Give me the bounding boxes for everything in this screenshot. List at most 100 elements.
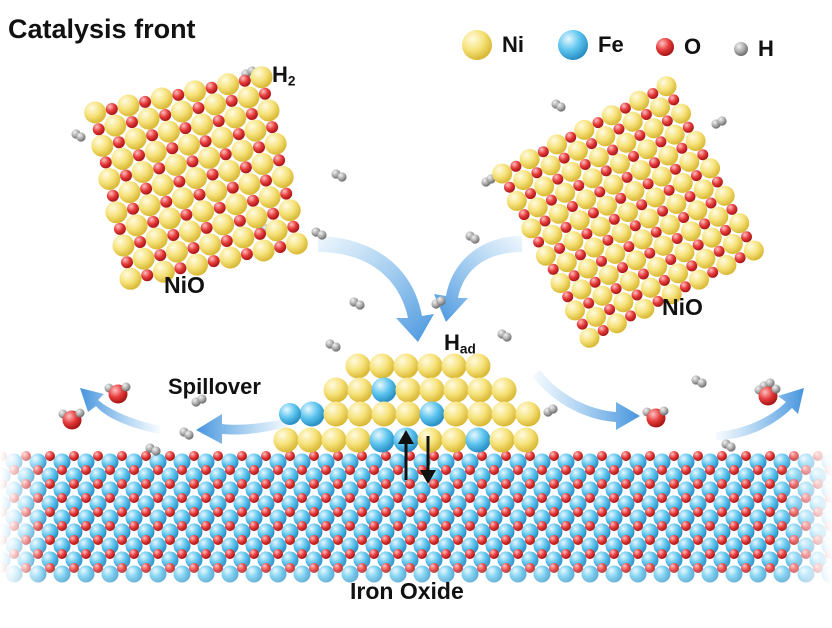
ni-atom (528, 197, 548, 217)
ni-atom (563, 231, 583, 251)
ni-atom (117, 95, 139, 117)
ni-atom (694, 179, 714, 199)
ni-atom (592, 286, 612, 306)
arrow-left-to-center (318, 236, 434, 342)
ni-atom (681, 221, 701, 241)
ni-atom (568, 141, 588, 161)
ni-atom (666, 194, 686, 214)
ni-atom (549, 204, 569, 224)
legend-label: O (684, 34, 701, 60)
o-atom (114, 223, 126, 235)
ni-atom (198, 147, 220, 169)
ni-atom (589, 147, 609, 167)
ni-atom (420, 378, 445, 403)
ni-atom (536, 246, 556, 266)
ni-atom (113, 235, 135, 257)
ni-atom (252, 153, 274, 175)
legend-label: Fe (598, 32, 624, 58)
o-atom (649, 157, 660, 168)
ni-atom (253, 240, 275, 262)
h-atom-icon (732, 40, 750, 58)
o-atom (233, 128, 245, 140)
o-atom (525, 188, 536, 199)
o-atom (221, 235, 233, 247)
o-atom (672, 233, 683, 244)
ni-atom (212, 213, 234, 235)
h-atom (184, 430, 193, 439)
o-atom (260, 175, 272, 187)
o-atom (617, 262, 628, 273)
o-atom (641, 109, 652, 120)
o-atom (643, 178, 654, 189)
ni-atom (650, 97, 670, 117)
h-atom (337, 172, 346, 181)
ni-atom (702, 228, 722, 248)
ni-atom (516, 402, 541, 427)
ni-atom (322, 428, 347, 453)
ni-atom (191, 114, 213, 136)
ni-atom (602, 105, 622, 125)
ni-atom (224, 107, 246, 129)
spillover-label: Spillover (168, 374, 261, 400)
nio-right-label: NiO (662, 294, 703, 321)
ni-atom (178, 134, 200, 156)
ni-atom (700, 158, 720, 178)
o-atom (720, 225, 731, 236)
ni-atom (513, 170, 533, 190)
ni-atom (729, 213, 749, 233)
h-atom (502, 332, 511, 341)
ni-atom (346, 354, 371, 379)
ni-atom (219, 247, 241, 269)
ni-atom (370, 354, 395, 379)
o-atom (280, 188, 292, 200)
ni-atom (687, 200, 707, 220)
o-atom (552, 174, 563, 185)
h-atom (772, 385, 781, 394)
ni-atom (644, 118, 664, 138)
legend-item-fe: Fe (556, 28, 624, 62)
o-atom (583, 298, 594, 309)
ni-atom (605, 244, 625, 264)
ni-atom (547, 134, 567, 154)
h-atom (697, 378, 706, 387)
ni-atom (185, 167, 207, 189)
ni-atom (199, 234, 221, 256)
o-atom (214, 202, 226, 214)
h-atom (660, 407, 669, 416)
ni-atom (218, 160, 240, 182)
ni-atom (298, 428, 323, 453)
o-atom (706, 198, 717, 209)
o-atom (106, 103, 118, 115)
ni-atom (613, 292, 633, 312)
fe-atom (300, 402, 325, 427)
ni-atom (584, 238, 604, 258)
substrate-label: Iron Oxide (350, 578, 464, 605)
ni-atom (238, 173, 260, 195)
ni-atom (623, 112, 643, 132)
o-atom (590, 277, 601, 288)
ni-atom (599, 265, 619, 285)
ni-atom (626, 250, 646, 270)
ni-atom (225, 193, 247, 215)
ni-atom (259, 186, 281, 208)
ni-atom (654, 236, 674, 256)
o-atom (167, 229, 179, 241)
o-atom (665, 254, 676, 265)
ni-atom (152, 174, 174, 196)
o-atom (126, 116, 138, 128)
o-atom (194, 189, 206, 201)
ni-atom (251, 66, 273, 88)
o-atom (562, 291, 573, 302)
ni-atom (586, 307, 606, 327)
o-atom (253, 141, 265, 153)
ni-atom (139, 194, 161, 216)
o-atom (266, 121, 278, 133)
o-atom (153, 162, 165, 174)
o-atom (93, 123, 105, 135)
o-atom (601, 165, 612, 176)
ni-atom (652, 167, 672, 187)
ni-atom (580, 328, 600, 348)
ni-atom (444, 402, 469, 427)
nio-left-label: NiO (164, 272, 205, 299)
o-atom (580, 159, 591, 170)
